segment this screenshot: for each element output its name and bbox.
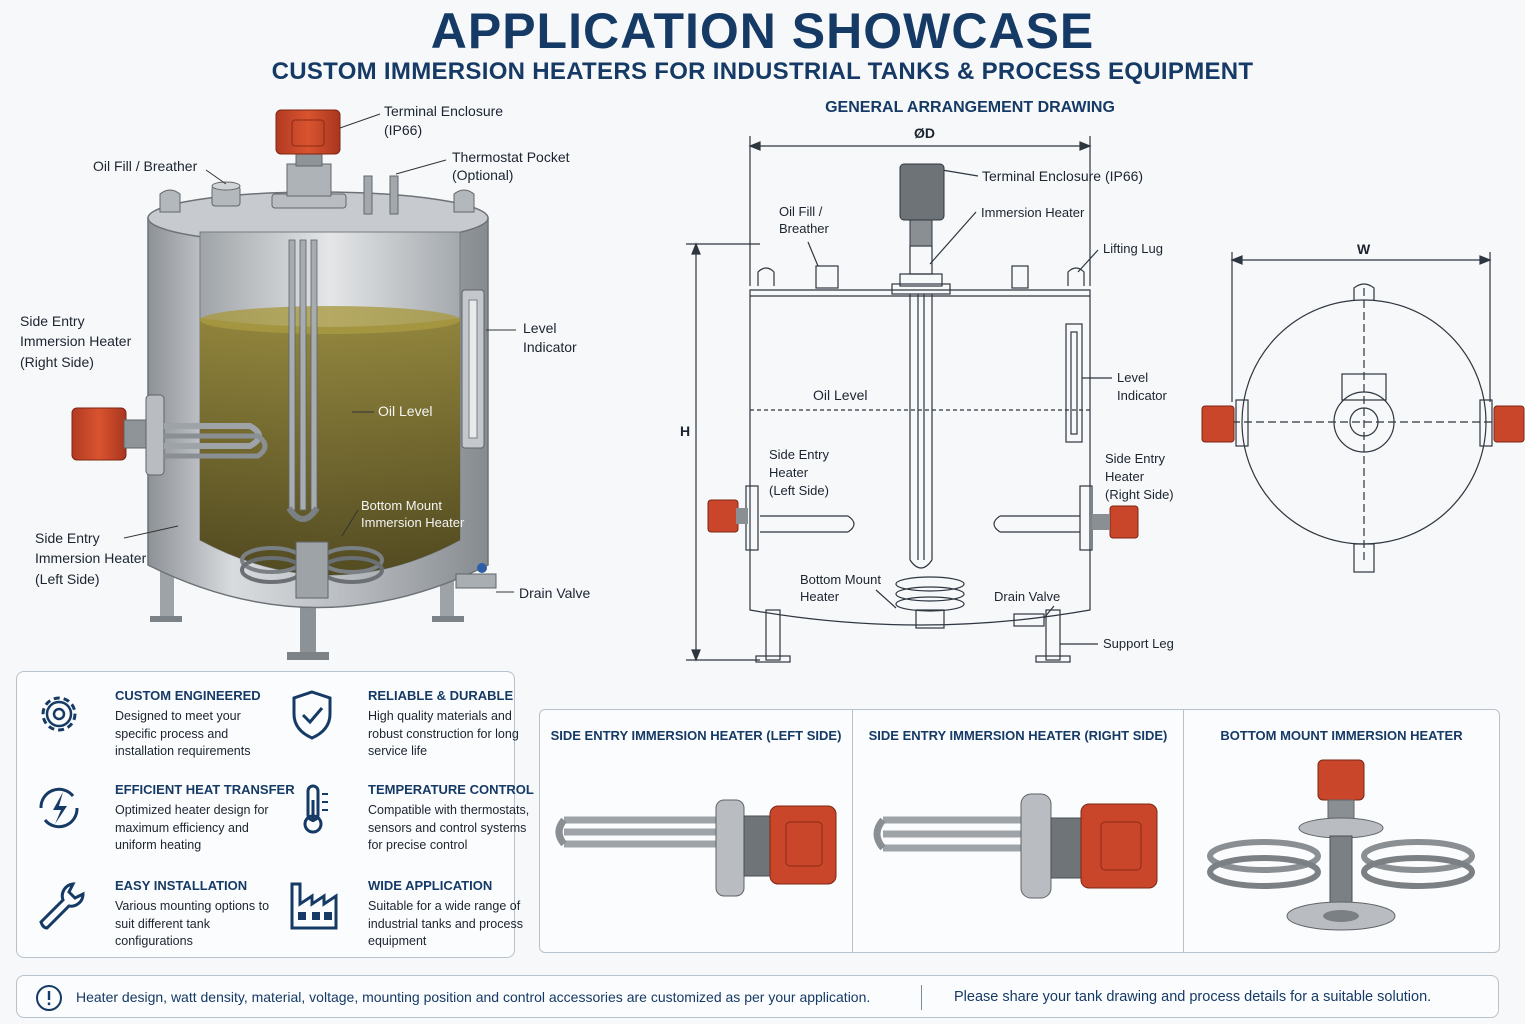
- oil-volume: [200, 318, 460, 575]
- feature-desc: Suitable for a wide range of industrial …: [368, 899, 523, 948]
- side-entry-right-heater-image: [873, 793, 1158, 899]
- top-view-heater-left: [1201, 405, 1235, 443]
- ga-label-side-right-2: Heater: [1105, 469, 1145, 484]
- product-bottom-mount: BOTTOM MOUNT IMMERSION HEATER: [1184, 710, 1499, 952]
- ga-label-level-1: Level: [1117, 370, 1149, 385]
- product-side-entry-left: SIDE ENTRY IMMERSION HEATER (LEFT SIDE): [540, 710, 852, 952]
- feature-desc: Various mounting options to suit differe…: [115, 899, 270, 948]
- feature-title: EFFICIENT HEAT TRANSFER: [115, 782, 295, 797]
- ga-label-side-right-1: Side Entry: [1105, 451, 1165, 466]
- ga-label-side-left-3: (Left Side): [769, 483, 829, 498]
- ga-label-oil-level: Oil Level: [813, 387, 868, 403]
- feature-desc: Optimized heater design for maximum effi…: [115, 803, 269, 852]
- ga-terminal-enclosure: [899, 163, 945, 221]
- label-drain-valve: Drain Valve: [519, 585, 591, 601]
- ga-label-level-2: Indicator: [1117, 388, 1167, 403]
- ga-label-terminal-enclosure: Terminal Enclosure (IP66): [982, 168, 1144, 184]
- label-side-right-1: Side Entry: [20, 313, 85, 329]
- label-side-right-2: Immersion Heater: [20, 333, 132, 349]
- factory-icon: [290, 882, 338, 930]
- footer-note-bar: Heater design, watt density, material, v…: [16, 975, 1499, 1018]
- feature-desc: High quality materials and robust constr…: [368, 709, 519, 758]
- tank-3d-illustration: [71, 109, 516, 660]
- label-terminal-enclosure: Terminal Enclosure: [384, 103, 504, 119]
- feature-title: TEMPERATURE CONTROL: [368, 782, 534, 797]
- label-side-left-3: (Left Side): [35, 571, 100, 587]
- ga-side-heater-left: [707, 499, 739, 533]
- label-oil-level: Oil Level: [378, 403, 433, 419]
- page-subtitle: CUSTOM IMMERSION HEATERS FOR INDUSTRIAL …: [271, 58, 1254, 85]
- info-exclamation-icon: [36, 985, 62, 1011]
- label-oil-fill: Oil Fill / Breather: [93, 158, 198, 174]
- side-heater-enclosure: [71, 407, 127, 461]
- ga-side-heater-right: [1109, 505, 1139, 539]
- dim-diameter: ØD: [914, 125, 935, 141]
- page-title: APPLICATION SHOWCASE: [430, 3, 1095, 59]
- label-bottom-mount-1: Bottom Mount: [361, 498, 442, 513]
- thermometer-icon: [303, 784, 328, 834]
- top-view-heater-right: [1493, 405, 1525, 443]
- label-terminal-rating: (IP66): [384, 122, 423, 138]
- label-side-right-3: (Right Side): [20, 354, 94, 370]
- ga-label-immersion-heater: Immersion Heater: [981, 205, 1085, 220]
- footer-note: Heater design, watt density, material, v…: [76, 989, 871, 1005]
- ga-label-support-leg: Support Leg: [1103, 636, 1174, 651]
- label-thermostat-optional: (Optional): [452, 167, 514, 183]
- features-panel: CUSTOM ENGINEERED Designed to meet your …: [16, 671, 534, 958]
- terminal-enclosure: [275, 109, 341, 155]
- dim-width: W: [1357, 241, 1371, 257]
- ga-drawing-title: GENERAL ARRANGEMENT DRAWING: [825, 99, 1115, 116]
- product-title: BOTTOM MOUNT IMMERSION HEATER: [1220, 728, 1463, 743]
- ga-drawing: [686, 136, 1525, 663]
- label-bottom-mount-2: Immersion Heater: [361, 515, 465, 530]
- ga-label-bottom-mount-2: Heater: [800, 589, 840, 604]
- footer-cta: Please share your tank drawing and proce…: [954, 989, 1432, 1005]
- dim-height: H: [680, 423, 691, 439]
- label-level-2: Indicator: [523, 339, 577, 355]
- lightning-cycle-icon: [39, 787, 79, 829]
- ga-label-oil-fill-1: Oil Fill /: [779, 204, 823, 219]
- ga-label-bottom-mount-1: Bottom Mount: [800, 572, 881, 587]
- ga-label-oil-fill-2: Breather: [779, 221, 829, 236]
- feature-title: CUSTOM ENGINEERED: [115, 688, 261, 703]
- thermostat-pocket: [363, 175, 373, 215]
- wrench-icon: [39, 882, 85, 930]
- feature-desc: Designed to meet your specific process a…: [115, 709, 251, 758]
- ga-label-drain-valve: Drain Valve: [994, 589, 1061, 604]
- bottom-mount-heater-image: [1207, 759, 1475, 931]
- label-thermostat-pocket: Thermostat Pocket: [452, 149, 570, 165]
- product-title: SIDE ENTRY IMMERSION HEATER (LEFT SIDE): [550, 728, 842, 743]
- feature-title: RELIABLE & DURABLE: [368, 688, 514, 703]
- ga-label-side-right-3: (Right Side): [1105, 487, 1174, 502]
- feature-title: EASY INSTALLATION: [115, 878, 248, 893]
- product-side-entry-right: SIDE ENTRY IMMERSION HEATER (RIGHT SIDE): [853, 710, 1183, 952]
- label-level-1: Level: [523, 320, 557, 336]
- side-entry-left-heater-image: [555, 799, 837, 897]
- ga-label-side-left-2: Heater: [769, 465, 809, 480]
- product-title: SIDE ENTRY IMMERSION HEATER (RIGHT SIDE): [868, 728, 1168, 743]
- drain-valve: [455, 573, 497, 589]
- label-side-left-2: Immersion Heater: [35, 550, 147, 566]
- feature-title: WIDE APPLICATION: [368, 878, 493, 893]
- ga-label-lifting-lug: Lifting Lug: [1103, 241, 1163, 256]
- shield-check-icon: [292, 690, 332, 740]
- feature-desc: Compatible with thermostats, sensors and…: [368, 803, 530, 852]
- ga-label-side-left-1: Side Entry: [769, 447, 829, 462]
- thermostat-pocket: [389, 175, 399, 215]
- products-panel: SIDE ENTRY IMMERSION HEATER (LEFT SIDE) …: [539, 709, 1500, 953]
- label-side-left-1: Side Entry: [35, 530, 100, 546]
- gear-icon: [41, 696, 77, 732]
